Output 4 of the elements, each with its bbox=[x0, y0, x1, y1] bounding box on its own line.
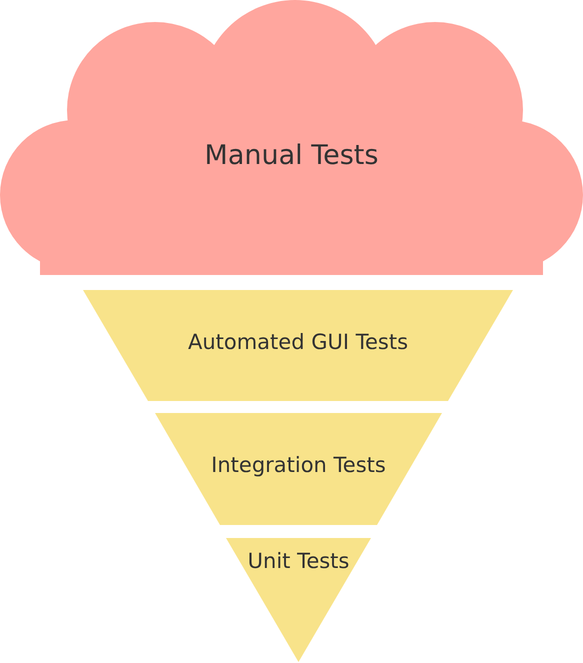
tier-label: Unit Tests bbox=[246, 548, 350, 575]
tier-label: Automated GUI Tests bbox=[186, 330, 410, 354]
tier-label: Integration Tests bbox=[210, 453, 387, 477]
tier-label: Manual Tests bbox=[204, 140, 380, 171]
